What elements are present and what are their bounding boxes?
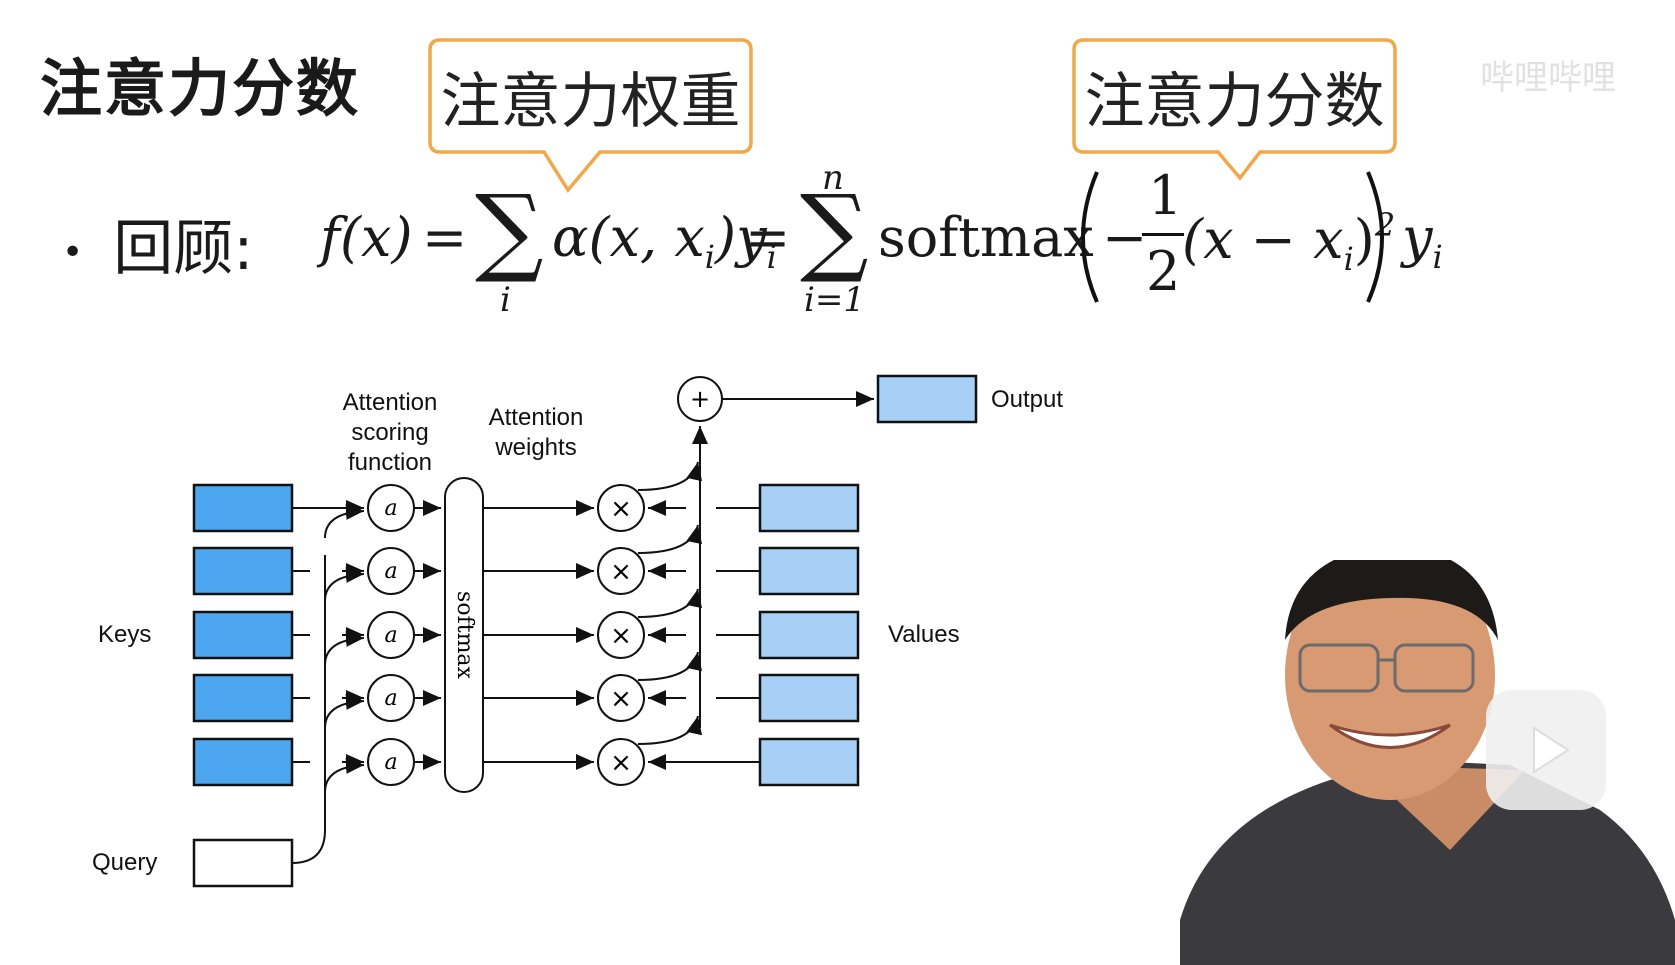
- formula-sum-2: ∑: [800, 174, 869, 286]
- presenter-glasses-right: [1393, 643, 1475, 693]
- key-box-3: [192, 610, 294, 660]
- multiply-node-1: [597, 484, 645, 532]
- score-node-label-5: a: [384, 750, 397, 775]
- product-branch-5: [637, 715, 703, 745]
- formula-frac-bar: [1142, 233, 1184, 236]
- formula-sum-2-lower: i=1: [804, 280, 865, 320]
- presenter-hair: [1285, 560, 1498, 640]
- paren-term-text: (x − x: [1182, 208, 1344, 271]
- nadaraya-watson-formula: f(x) = ∑ i α(x, xi)yi = ∑ n i=1 softmax …: [320, 158, 1560, 328]
- alpha-subscript: i: [704, 238, 716, 276]
- formula-equals-1: =: [422, 206, 468, 269]
- y2-text: y: [1402, 206, 1433, 269]
- value-box-3: [758, 610, 860, 660]
- softmax-label: softmax: [452, 591, 477, 679]
- callout-weights-text: 注意力权重: [440, 66, 741, 137]
- score-node-label-3: a: [384, 623, 397, 648]
- output-box: [876, 374, 978, 424]
- multiply-node-5: [597, 738, 645, 786]
- query-box: [192, 838, 294, 888]
- values-label: Values: [888, 621, 960, 648]
- multiply-node-label-5: ×: [610, 748, 632, 778]
- formula-sum-1-lower: i: [500, 280, 511, 320]
- query-branch-3: [324, 630, 365, 666]
- sum-node-symbol: +: [690, 385, 710, 413]
- paren-subscript: i: [1343, 240, 1354, 278]
- query-branch-4: [324, 693, 365, 729]
- formula-left-paren: [1081, 171, 1099, 303]
- alpha-text: α(x, x: [552, 206, 705, 269]
- review-bullet: • 回顾:: [62, 200, 253, 287]
- score-node-label-4: a: [384, 686, 397, 711]
- key-box-4: [192, 673, 294, 723]
- value-box-4: [758, 673, 860, 723]
- key-box-5: [192, 737, 294, 787]
- multiply-node-4: [597, 674, 645, 722]
- keys-label: Keys: [98, 621, 151, 648]
- callout-bubble-shape: [428, 38, 753, 193]
- y2-subscript: i: [1432, 238, 1443, 276]
- presenter-shirt: [1180, 760, 1675, 965]
- product-branch-3: [637, 588, 703, 618]
- callout-scores-text: 注意力分数: [1084, 66, 1385, 137]
- key-box-2: [192, 546, 294, 596]
- value-box-2: [758, 546, 860, 596]
- formula-paren-term: (x − xi)2: [1182, 206, 1395, 278]
- y1-text: )y: [715, 206, 767, 269]
- formula-softmax: softmax: [878, 206, 1094, 269]
- key-box-1: [192, 483, 294, 533]
- formula-y2: yi: [1402, 206, 1443, 276]
- paren-close: ): [1353, 208, 1375, 271]
- formula-frac-denominator: 2: [1146, 240, 1181, 303]
- weights-label-line-2: weights: [494, 434, 576, 461]
- diagram-rows: a × a × a × a × a ×: [192, 461, 860, 793]
- formula-sum-1: ∑: [475, 174, 544, 286]
- query-branch-2: [324, 566, 365, 602]
- attention-pooling-diagram: Attention scoring function Attention wei…: [92, 374, 1063, 888]
- formula-frac-numerator: 1: [1148, 164, 1183, 227]
- review-label: 回顾:: [113, 214, 254, 284]
- y1-subscript: i: [766, 238, 777, 276]
- query-trunk-line: [291, 555, 326, 864]
- multiply-node-label-1: ×: [610, 494, 632, 524]
- watermark: 哔哩哔哩: [1480, 58, 1616, 98]
- callout-attention-weights: 注意力权重: [428, 38, 753, 198]
- multiply-node-label-3: ×: [610, 621, 632, 651]
- multiply-node-2: [597, 547, 645, 595]
- formula-minus: −: [1102, 206, 1148, 269]
- product-branch-4: [637, 651, 703, 681]
- value-box-5: [758, 737, 860, 787]
- score-node-label-2: a: [384, 559, 397, 584]
- query-branch-1: [324, 503, 365, 539]
- scoring-label-line-3: function: [348, 449, 432, 476]
- multiply-node-3: [597, 611, 645, 659]
- formula-right-paren: [1366, 171, 1384, 303]
- formula-sum-2-upper: n: [822, 158, 844, 198]
- bullet-dot-icon: •: [62, 231, 84, 273]
- presenter-video: [1180, 560, 1675, 965]
- value-box-1: [758, 483, 860, 533]
- scoring-label-line-1: Attention: [343, 389, 438, 416]
- play-button[interactable]: [1486, 690, 1606, 810]
- output-label: Output: [991, 386, 1063, 413]
- callout-bubble-shape: [1072, 38, 1397, 181]
- multiply-node-label-2: ×: [610, 557, 632, 587]
- formula-lhs: f(x): [320, 206, 413, 269]
- formula-equals-2: =: [745, 206, 791, 269]
- play-icon: [1533, 726, 1570, 774]
- presenter-smile: [1329, 723, 1451, 749]
- scoring-label-line-2: scoring: [351, 419, 428, 446]
- presenter-face: [1285, 560, 1495, 800]
- slide-title: 注意力分数: [40, 52, 361, 125]
- product-branch-2: [637, 524, 703, 554]
- weights-label-line-1: Attention: [489, 404, 584, 431]
- formula-alpha-term: α(x, xi)yi: [552, 206, 777, 276]
- callout-attention-scores: 注意力分数: [1072, 38, 1397, 198]
- query-branch-5: [324, 757, 365, 793]
- product-branch-1: [637, 461, 703, 491]
- multiply-node-label-4: ×: [610, 684, 632, 714]
- score-node-label-1: a: [384, 496, 397, 521]
- presenter-glasses-left: [1298, 643, 1380, 693]
- query-label: Query: [92, 849, 157, 876]
